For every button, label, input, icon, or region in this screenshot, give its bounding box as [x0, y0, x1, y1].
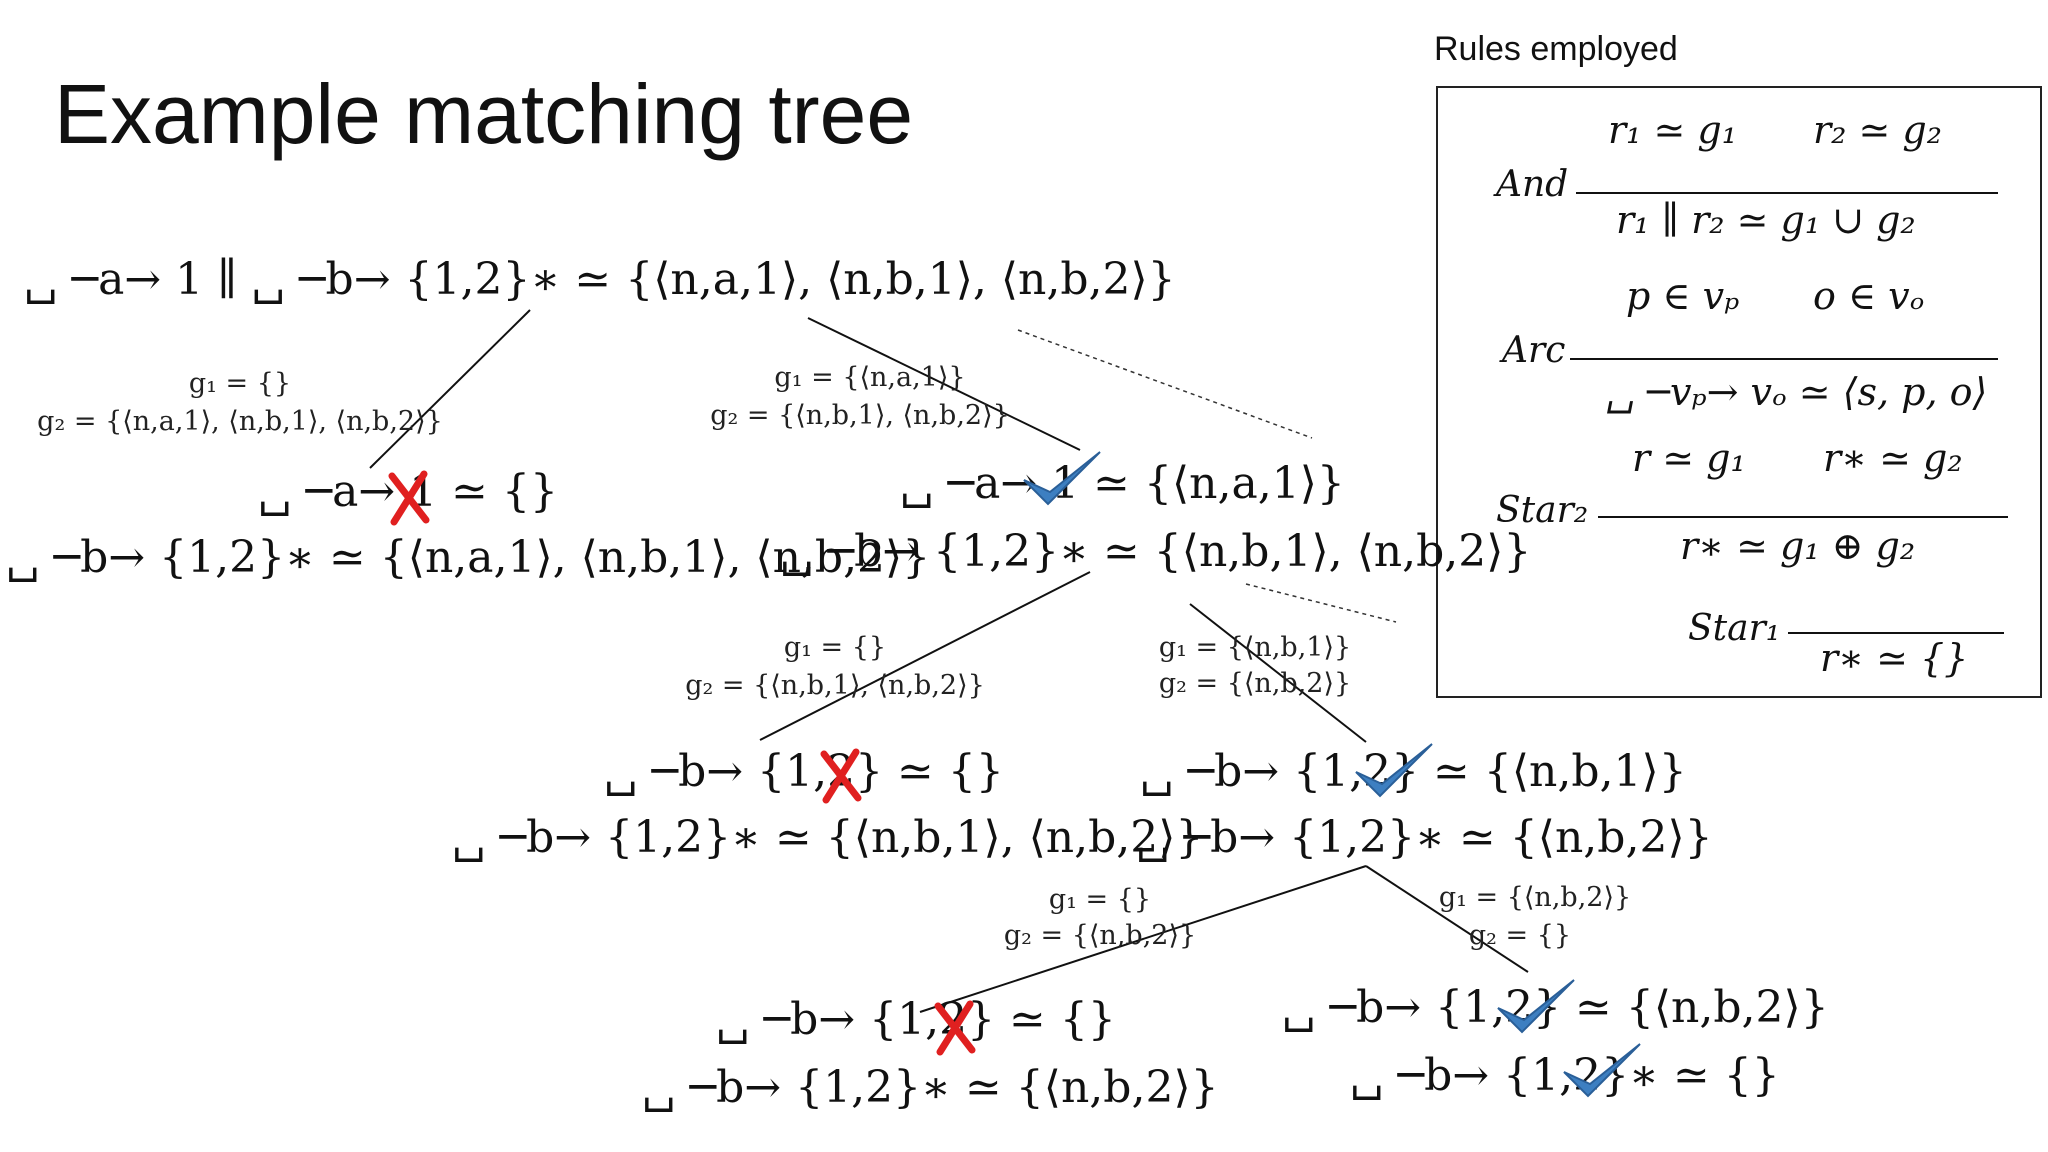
rule-star1-bar [1788, 632, 2004, 634]
split3-right-g1: g₁ = {⟨n,b,2⟩} [1438, 882, 1632, 913]
rule-star2-premise-left: r ≃ g₁ [1632, 436, 1746, 480]
split1-left-g1: g₁ = {} [188, 368, 292, 399]
edge-r2-right [1365, 865, 1529, 973]
rule-star2-premise-right: r∗ ≃ g₂ [1823, 436, 1963, 480]
rule-star1-conclusion: r∗ ≃ {} [1820, 636, 1969, 680]
rule-and-name: And [1496, 164, 1569, 205]
split1-right-g2: g₂ = {⟨n,b,1⟩, ⟨n,b,2⟩} [710, 400, 1010, 431]
rule-and-premise-left: r₁ ≃ g₁ [1608, 108, 1737, 152]
fail-cross-icon [934, 1000, 976, 1056]
fail-cross-icon [820, 748, 862, 804]
edge-root-left [369, 309, 531, 469]
rule-arc-name: Arc [1502, 330, 1566, 371]
r3-single: ␣ ─b→ {1,2} ≃ {⟨n,b,2⟩} [1282, 982, 1829, 1033]
rule-and-premise-right: r₂ ≃ g₂ [1813, 108, 1942, 152]
rule-star2-conclusion: r∗ ≃ g₁ ⊕ g₂ [1680, 524, 1916, 568]
rules-caption: Rules employed [1434, 30, 1678, 68]
l2-single: ␣ ─b→ {1,2} ≃ {} [604, 746, 1004, 797]
edge-r1-right [1189, 603, 1367, 743]
split3-right-g2: g₂ = {} [1468, 920, 1572, 951]
split3-left-g1: g₁ = {} [1048, 884, 1152, 915]
rule-arc-premise-left: p ∈ vₚ [1626, 274, 1740, 318]
edge-root-right [807, 317, 1081, 451]
rules-box: And r₁ ≃ g₁ r₂ ≃ g₂ r₁ ∥ r₂ ≃ g₁ ∪ g₂ Ar… [1436, 86, 2042, 698]
rule-star2-bar [1598, 516, 2008, 518]
dotted-edge-1 [1017, 329, 1313, 439]
rule-arc-conclusion: ␣ ─vₚ→ vₒ ≃ ⟨s, p, o⟩ [1606, 370, 1988, 414]
l2-star: ␣ ─b→ {1,2}∗ ≃ {⟨n,b,1⟩, ⟨n,b,2⟩} [452, 812, 1204, 863]
rule-and-conclusion: r₁ ∥ r₂ ≃ g₁ ∪ g₂ [1616, 198, 1916, 242]
l1-b-line: ␣ ─b→ {1,2}∗ ≃ {⟨n,a,1⟩, ⟨n,b,1⟩, ⟨n,b,2… [6, 532, 931, 583]
success-check-icon [1355, 743, 1433, 798]
r2-star: ␣ ─b→ {1,2}∗ ≃ {⟨n,b,2⟩} [1136, 812, 1713, 863]
rule-star1-name: Star₁ [1688, 608, 1781, 649]
slide-title: Example matching tree [54, 67, 914, 161]
split2-right-g2: g₂ = {⟨n,b,2⟩} [1158, 668, 1352, 699]
success-check-icon [1023, 451, 1101, 506]
fail-cross-icon [388, 470, 430, 526]
rule-arc-bar [1570, 358, 1998, 360]
success-check-icon [1497, 979, 1575, 1034]
rule-star2-name: Star₂ [1496, 490, 1589, 531]
l3-star: ␣ ─b→ {1,2}∗ ≃ {⟨n,b,2⟩} [642, 1062, 1219, 1113]
dotted-edge-2 [1245, 583, 1397, 623]
split2-left-g1: g₁ = {} [783, 632, 887, 663]
split2-left-g2: g₂ = {⟨n,b,1⟩, ⟨n,b,2⟩} [685, 670, 985, 701]
edge-r1-left [759, 571, 1091, 741]
l3-single: ␣ ─b→ {1,2} ≃ {} [716, 994, 1116, 1045]
edge-r2-left [919, 865, 1367, 1013]
r1-a-line: ␣ ─a→ 1 ≃ {⟨n,a,1⟩} [900, 458, 1345, 509]
split1-right-g1: g₁ = {⟨n,a,1⟩} [774, 362, 966, 393]
split1-left-g2: g₂ = {⟨n,a,1⟩, ⟨n,b,1⟩, ⟨n,b,2⟩} [37, 406, 443, 437]
tree-root: ␣ ─a→ 1 ∥ ␣ ─b→ {1,2}∗ ≃ {⟨n,a,1⟩, ⟨n,b,… [24, 254, 1176, 305]
split2-right-g1: g₁ = {⟨n,b,1⟩} [1158, 632, 1352, 663]
r2-single: ␣ ─b→ {1,2} ≃ {⟨n,b,1⟩} [1140, 746, 1687, 797]
rule-arc-premise-right: o ∈ vₒ [1813, 274, 1925, 318]
rule-and-bar [1576, 192, 1998, 194]
r1-b-line: ␣ ─b→ {1,2}∗ ≃ {⟨n,b,1⟩, ⟨n,b,2⟩} [780, 526, 1532, 577]
split3-left-g2: g₂ = {⟨n,b,2⟩} [1003, 920, 1197, 951]
r3-star: ␣ ─b→ {1,2}∗ ≃ {} [1350, 1050, 1780, 1101]
success-check-icon [1563, 1043, 1641, 1098]
